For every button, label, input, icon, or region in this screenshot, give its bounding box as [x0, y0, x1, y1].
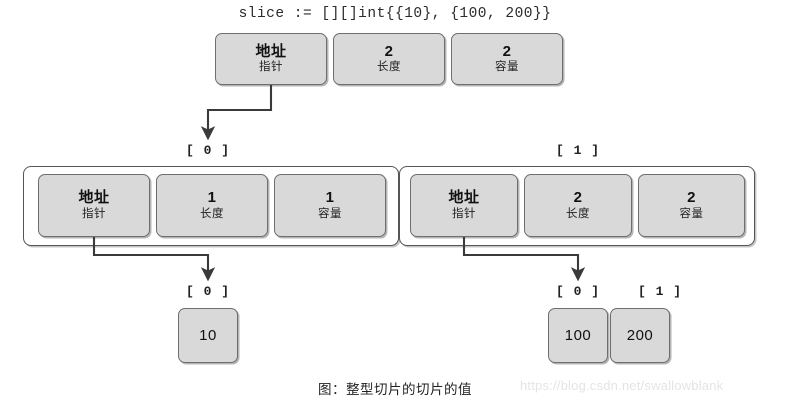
element-0-index-label: [ 0 ] — [185, 143, 230, 158]
element-1-pointer-label: 指针 — [452, 207, 476, 220]
top-slice-capacity-cell: 2 容量 — [451, 33, 563, 85]
watermark-text: https://blog.csdn.net/swallowblank — [520, 378, 724, 393]
element-0-length-cell: 1 长度 — [156, 174, 268, 237]
element-0-capacity-value: 1 — [325, 189, 335, 207]
element-1-length-label: 长度 — [566, 207, 590, 220]
element-0-capacity-label: 容量 — [318, 207, 342, 220]
element-1-index-label: [ 1 ] — [555, 143, 600, 158]
element-1-length-cell: 2 长度 — [524, 174, 632, 237]
element-0-pointer-label: 指针 — [82, 207, 106, 220]
element-0-pointer-cell: 地址 指针 — [38, 174, 150, 237]
element-1-pointer-cell: 地址 指针 — [410, 174, 518, 237]
element-0-length-label: 长度 — [200, 207, 224, 220]
top-slice-capacity-value: 2 — [502, 42, 512, 60]
element-1-capacity-cell: 2 容量 — [638, 174, 745, 237]
top-slice-pointer-label: 指针 — [259, 61, 283, 74]
element-0-length-value: 1 — [207, 189, 217, 207]
element-1-capacity-label: 容量 — [679, 207, 704, 220]
element-0-capacity-cell: 1 容量 — [274, 174, 386, 237]
top-slice-length-label: 长度 — [377, 61, 401, 74]
value-box-1-0: 100 — [548, 308, 608, 363]
element-0-pointer-value: 地址 — [78, 189, 110, 207]
value-1-1-index-label: [ 1 ] — [637, 284, 682, 299]
top-slice-pointer-value: 地址 — [255, 42, 287, 60]
value-box-0-0: 10 — [178, 308, 238, 363]
element-1-length-value: 2 — [573, 189, 583, 207]
code-declaration: slice := [][]int{{10}, {100, 200}} — [238, 6, 552, 22]
element-1-pointer-value: 地址 — [448, 189, 480, 207]
top-slice-length-value: 2 — [384, 42, 394, 60]
arrow-top-pointer-to-element-0 — [200, 85, 273, 141]
element-1-capacity-value: 2 — [687, 189, 696, 207]
top-slice-length-cell: 2 长度 — [333, 33, 445, 85]
figure-caption: 图：整型切片的切片的值 — [318, 382, 472, 397]
top-slice-capacity-label: 容量 — [495, 61, 519, 74]
top-slice-pointer-cell: 地址 指针 — [215, 33, 327, 85]
value-0-0-index-label: [ 0 ] — [185, 284, 230, 299]
value-box-1-1: 200 — [610, 308, 670, 363]
value-1-0-index-label: [ 0 ] — [555, 284, 600, 299]
